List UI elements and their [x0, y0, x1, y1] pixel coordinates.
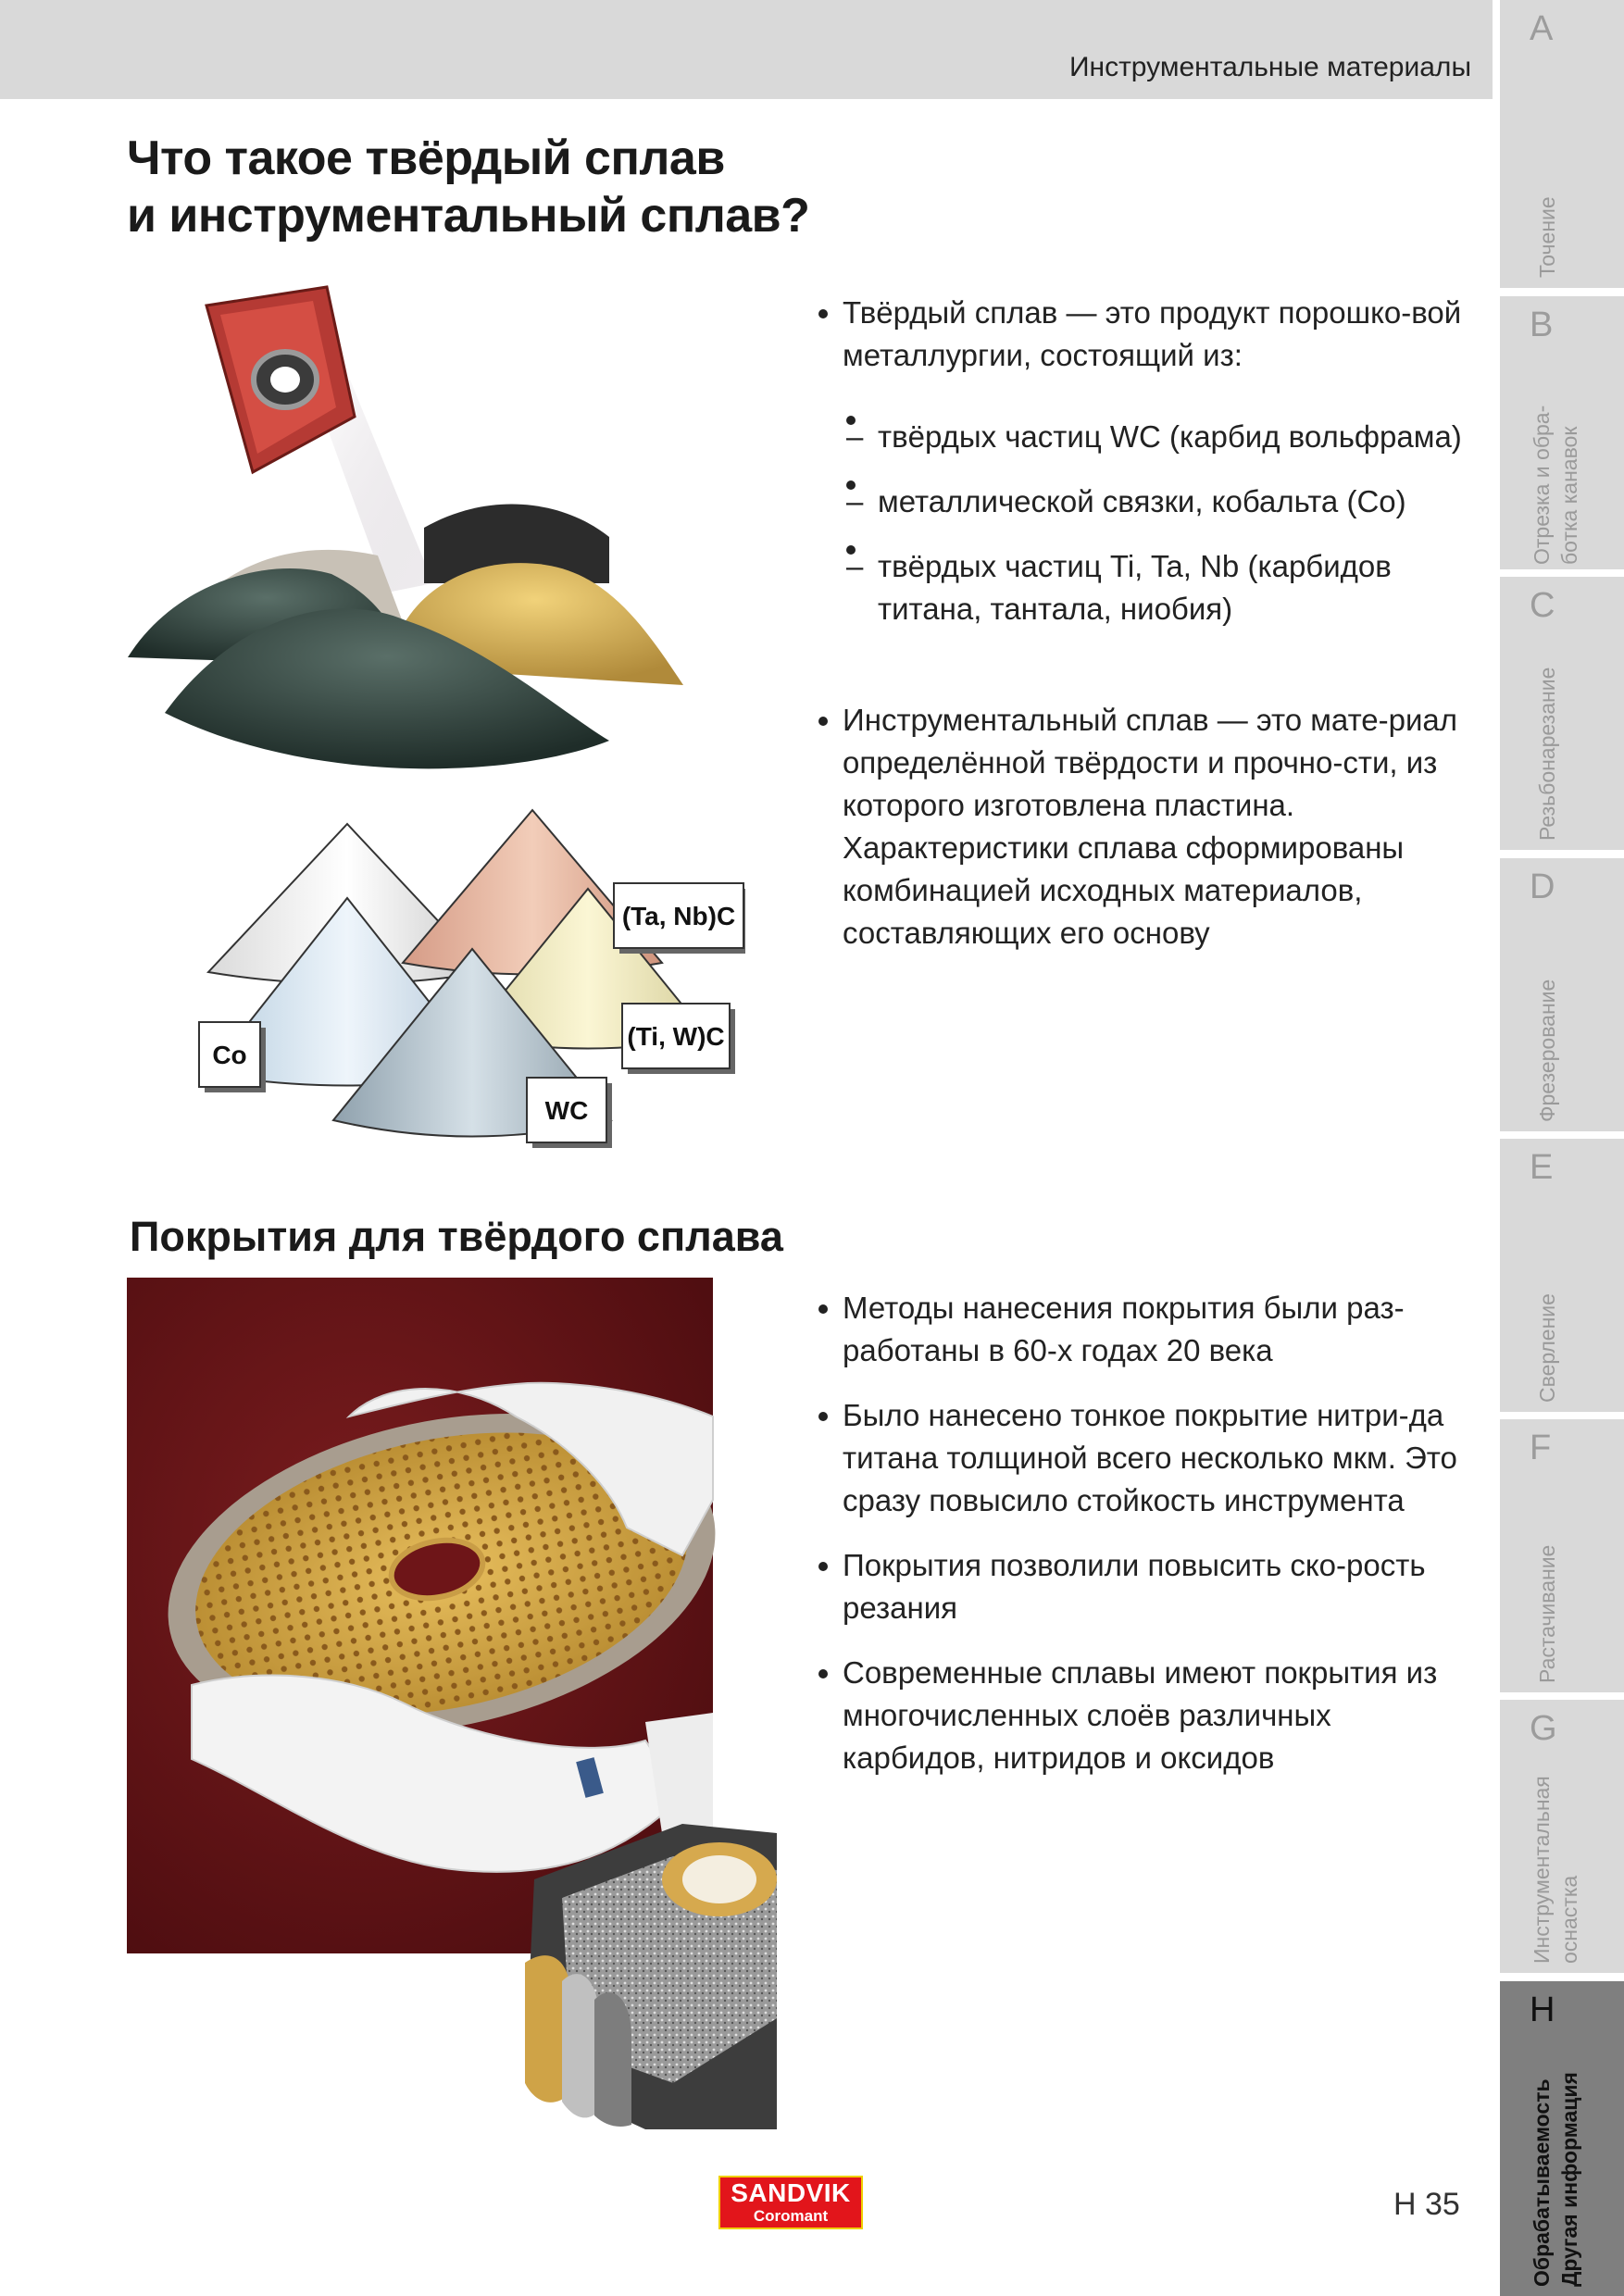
carbide-powder-image	[128, 285, 683, 769]
tab-label: Отрезка и обра- ботка канавок	[1530, 405, 1581, 565]
label-co: Co	[198, 1021, 266, 1092]
tab-label: Обрабатываемость Другая информация	[1530, 2072, 1581, 2287]
header-title: Инструментальные материалы	[1068, 52, 1471, 82]
tab-a[interactable]: A Точение	[1500, 0, 1624, 288]
grade-definition-list: Инструментальный сплав — это мате-риал о…	[815, 699, 1481, 955]
tab-label: Инструментальная оснастка	[1530, 1776, 1581, 1964]
list-item: Инструментальный сплав — это мате-риал о…	[815, 699, 1481, 955]
list-item: твёрдых частиц WC (карбид вольфрама)	[843, 416, 1481, 458]
list-item: твёрдых частиц Ti, Ta, Nb (карбидов тита…	[843, 545, 1481, 630]
logo-line1: SANDVIK	[731, 2178, 851, 2207]
svg-text:(Ti, W)C: (Ti, W)C	[627, 1022, 724, 1051]
tab-label: Фрезерование	[1535, 979, 1559, 1122]
tab-e[interactable]: E Сверление	[1500, 1139, 1624, 1412]
tab-letter: F	[1530, 1429, 1552, 1467]
tab-label: Резьбонарезание	[1535, 667, 1559, 841]
tab-d[interactable]: D Фрезерование	[1500, 858, 1624, 1131]
page-title-line1: Что такое твёрдый сплав	[127, 131, 725, 185]
logo-line2: Coromant	[753, 2207, 829, 2225]
coating-tray-photo	[127, 1278, 777, 2129]
coating-facts-list: Методы нанесения покрытия были раз-работ…	[815, 1287, 1481, 1779]
tab-h[interactable]: H Обрабатываемость Другая информация	[1500, 1981, 1624, 2296]
list-item: металлической связки, кобальта (Co)	[843, 480, 1481, 523]
label-tiw: (Ti, W)C	[621, 1003, 735, 1074]
tab-f[interactable]: F Растачивание	[1500, 1419, 1624, 1692]
svg-text:(Ta, Nb)C: (Ta, Nb)C	[622, 902, 735, 930]
tab-g[interactable]: G Инструментальная оснастка	[1500, 1700, 1624, 1973]
header-band	[0, 0, 1493, 99]
list-item: Твёрдый сплав — это продукт порошко-вой …	[815, 292, 1481, 630]
svg-text:WC: WC	[545, 1096, 589, 1125]
tab-letter: A	[1530, 9, 1554, 48]
page-number: H 35	[1393, 2187, 1460, 2222]
list-item: Методы нанесения покрытия были раз-работ…	[815, 1287, 1481, 1372]
section-title: Покрытия для твёрдого сплава	[130, 1213, 783, 1260]
list-item: Было нанесено тонкое покрытие нитри-да т…	[815, 1394, 1481, 1522]
svg-text:Co: Co	[212, 1041, 246, 1069]
page-title: Что такое твёрдый сплав и инструментальн…	[127, 130, 810, 244]
tab-label: Сверление	[1535, 1293, 1559, 1403]
list-item: Современные сплавы имеют покрытия из мно…	[815, 1652, 1481, 1779]
tab-letter: H	[1530, 1990, 1555, 2029]
label-tanb: (Ta, Nb)C	[613, 882, 745, 954]
carbide-definition-list: Твёрдый сплав — это продукт порошко-вой …	[815, 292, 1481, 630]
tab-label: Растачивание	[1535, 1544, 1559, 1683]
composition-cones-diagram: (Ta, Nb)C (Ti, W)C Co WC	[198, 808, 745, 1148]
bullet-text: Твёрдый сплав — это продукт порошко-вой …	[843, 295, 1462, 372]
chapter-tabs: A Точение B Отрезка и обра- ботка канаво…	[1500, 0, 1624, 2296]
coated-insert-cutaway	[525, 1824, 777, 2129]
list-item: Покрытия позволили повысить ско-рость ре…	[815, 1544, 1481, 1629]
label-wc: WC	[526, 1077, 612, 1148]
components-list: твёрдых частиц WC (карбид вольфрама) мет…	[843, 416, 1481, 630]
sandvik-logo: SANDVIK Coromant	[718, 2176, 863, 2229]
tab-b[interactable]: B Отрезка и обра- ботка канавок	[1500, 296, 1624, 569]
tab-letter: G	[1530, 1709, 1557, 1748]
tab-c[interactable]: C Резьбонарезание	[1500, 577, 1624, 850]
tab-letter: B	[1530, 306, 1554, 344]
page-title-line2: и инструментальный сплав?	[127, 189, 810, 243]
tab-letter: C	[1530, 586, 1555, 625]
tab-letter: E	[1530, 1148, 1554, 1187]
tab-label: Точение	[1535, 196, 1559, 278]
tab-letter: D	[1530, 867, 1555, 906]
